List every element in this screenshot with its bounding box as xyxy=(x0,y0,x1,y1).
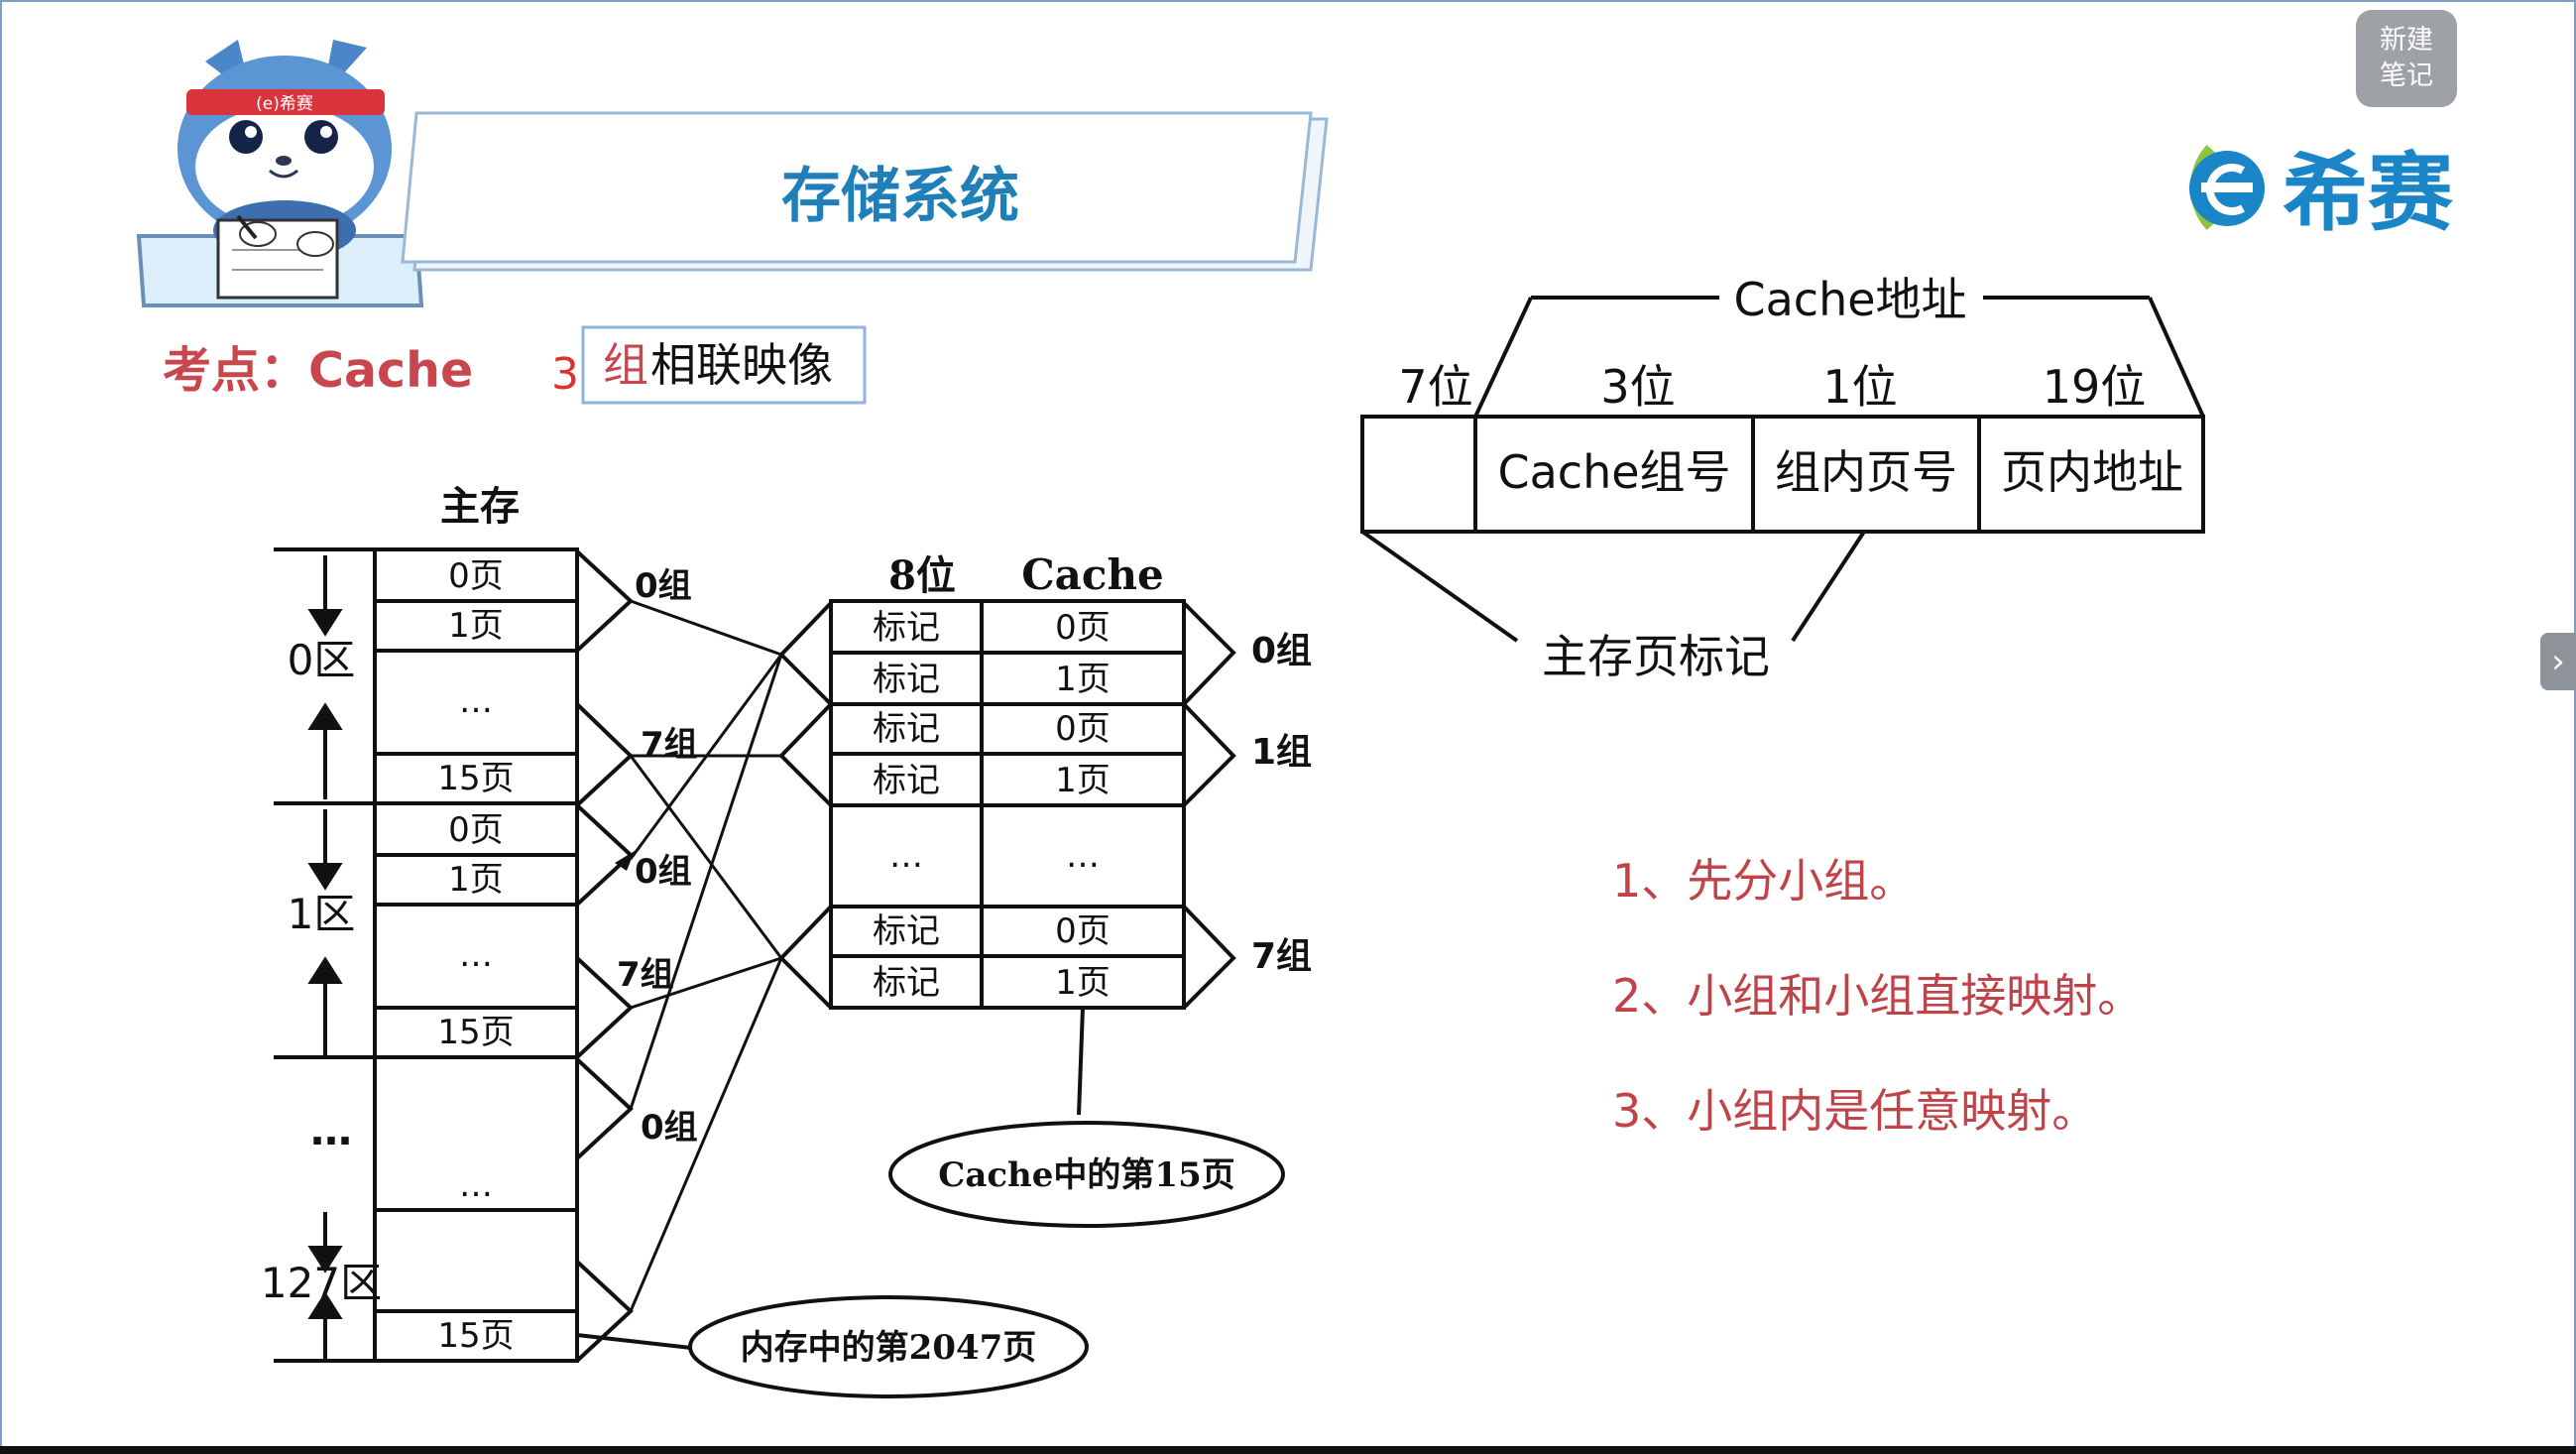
cache-tag-cell: 标记 xyxy=(873,963,940,1003)
cache-left-brackets xyxy=(778,601,833,1010)
memory-cell: 15页 xyxy=(437,1013,514,1052)
memory-group-label: 7组 xyxy=(641,725,698,765)
topic-label: 考点：Cache xyxy=(163,342,473,399)
bit-width-label: 7位 xyxy=(1398,360,1472,414)
main-memory-title: 主存 xyxy=(440,483,520,530)
arrowhead xyxy=(615,851,635,871)
cache-group-label: 7组 xyxy=(1251,936,1312,977)
cache-tag-cell: 标记 xyxy=(873,608,940,648)
address-field: 页内地址 xyxy=(2001,445,2183,499)
memory-cell: 0页 xyxy=(448,810,504,850)
cache-tag-cell: … xyxy=(889,836,923,876)
cache-page-cell: 1页 xyxy=(1055,761,1111,800)
main-memory-block xyxy=(274,547,579,1363)
address-field: Cache组号 xyxy=(1497,445,1730,499)
zone-label: 127区 xyxy=(261,1259,382,1307)
callout-cache-page-text: Cache中的第15页 xyxy=(938,1155,1234,1195)
cache-tag-cell: 标记 xyxy=(873,911,940,951)
memory-cell: … xyxy=(459,935,493,975)
memory-cell: … xyxy=(459,681,493,721)
topic-highlight: 组 xyxy=(603,338,648,392)
bottom-bar xyxy=(0,1446,2576,1454)
cache-address-label: Cache地址 xyxy=(1733,273,1966,326)
zone-label: 0区 xyxy=(288,636,356,684)
cache-page-cell: 0页 xyxy=(1055,709,1111,749)
new-note-line1: 新建 xyxy=(2380,25,2433,56)
cache-page-cell: 1页 xyxy=(1055,660,1111,699)
memory-group-label: 7组 xyxy=(617,955,674,995)
cache-tag-cell: 标记 xyxy=(873,761,940,800)
cache-page-cell: … xyxy=(1066,836,1100,876)
address-format xyxy=(1360,296,2205,643)
new-note-button[interactable]: 新建 笔记 xyxy=(2356,10,2457,107)
mascot-band-text: (e)希赛 xyxy=(256,93,313,114)
topic-rest: 相联映像 xyxy=(650,338,833,392)
callout-cache-page xyxy=(888,1007,1285,1228)
bit-width-label: 1位 xyxy=(1822,360,1897,414)
key-point: 1、先分小组。 xyxy=(1612,854,1915,908)
cache-tag-header: 8位 xyxy=(888,552,956,599)
key-point: 2、小组和小组直接映射。 xyxy=(1612,969,2143,1023)
callout-memory-page-text: 内存中的第2047页 xyxy=(741,1328,1037,1368)
handwriting-mark: 3 xyxy=(551,349,579,400)
chevron-right-icon: › xyxy=(2551,642,2565,681)
mascot-cat-image: (e)希赛 xyxy=(136,40,424,307)
bit-width-label: 19位 xyxy=(2043,360,2147,414)
address-field: 组内页号 xyxy=(1775,445,1957,499)
memory-group-label: 0组 xyxy=(635,852,692,892)
memory-cell: 15页 xyxy=(437,759,514,798)
memory-cell: … xyxy=(459,1165,493,1205)
cache-title: Cache xyxy=(1021,550,1163,599)
cache-tag-cell: 标记 xyxy=(873,709,940,749)
cache-page-cell: 0页 xyxy=(1055,911,1111,951)
bit-width-label: 3位 xyxy=(1600,360,1675,414)
cache-right-brackets xyxy=(1182,601,1236,1010)
memory-group-label: 0组 xyxy=(635,566,692,606)
cache-page-cell: 1页 xyxy=(1055,963,1111,1003)
topic-highlight-box xyxy=(581,325,867,405)
memory-cell: 0页 xyxy=(448,556,504,596)
logo-text: 希赛 xyxy=(2283,144,2454,243)
page-title: 存储系统 xyxy=(781,162,1019,231)
callout-memory-page xyxy=(576,1295,1089,1398)
zone-arrows xyxy=(307,555,343,1359)
cache-group-label: 1组 xyxy=(1251,732,1312,773)
memory-cell: 1页 xyxy=(448,606,504,646)
new-note-line2: 笔记 xyxy=(2380,61,2433,91)
xisai-logo: 希赛 xyxy=(2189,144,2454,243)
memory-page-tag-label: 主存页标记 xyxy=(1542,630,1770,683)
memory-cell: 15页 xyxy=(437,1316,514,1356)
key-point: 3、小组内是任意映射。 xyxy=(1612,1084,2097,1138)
cache-tag-cell: 标记 xyxy=(873,660,940,699)
title-banner xyxy=(401,111,1329,272)
memory-group-label: 0组 xyxy=(641,1108,698,1148)
zone-label: … xyxy=(310,1106,352,1154)
mapping-lines xyxy=(629,599,783,1312)
zone-label: 1区 xyxy=(288,890,356,938)
cache-group-label: 0组 xyxy=(1251,631,1312,671)
memory-cell: 1页 xyxy=(448,860,504,900)
expand-panel-button[interactable]: › xyxy=(2540,633,2576,690)
cache-page-cell: 0页 xyxy=(1055,608,1111,648)
